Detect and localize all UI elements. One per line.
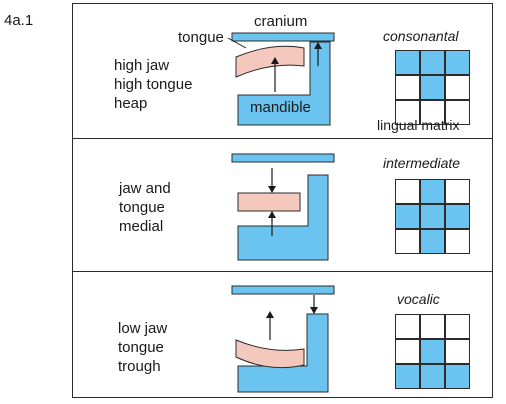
- matrix-cell-empty: [445, 179, 470, 204]
- lingual-matrix-row-1: [395, 50, 470, 125]
- mandible-shape: [237, 313, 329, 393]
- matrix-cell-filled: [395, 204, 420, 229]
- figure-label: 4a.1: [4, 12, 34, 29]
- matrix-cell-empty: [395, 100, 420, 125]
- cranium-label: cranium: [254, 13, 307, 30]
- matrix-cell-filled: [420, 339, 445, 364]
- matrix-cell-empty: [445, 314, 470, 339]
- tongue-shape: [235, 339, 305, 369]
- tongue-leader-line: [227, 37, 247, 49]
- row-2-desc-line-2: tongue: [119, 199, 165, 216]
- matrix-cell-empty: [395, 179, 420, 204]
- cranium-bar: [231, 32, 335, 42]
- matrix-cell-filled: [445, 50, 470, 75]
- matrix-cell-empty: [445, 100, 470, 125]
- tongue-shape: [237, 192, 301, 212]
- matrix-cell-filled: [420, 364, 445, 389]
- matrix-cell-empty: [395, 229, 420, 254]
- row-1-desc-line-3: heap: [114, 95, 148, 112]
- row-1-drawing: cranium tongue mandible: [178, 13, 335, 126]
- matrix-caption: lingual matrix: [377, 117, 460, 133]
- matrix-cell-empty: [420, 100, 445, 125]
- matrix-cell-filled: [420, 50, 445, 75]
- matrix-title-row-2: intermediate: [383, 155, 461, 171]
- matrix-title-row-1: consonantal: [383, 28, 459, 44]
- row-3-desc-line-3: trough: [118, 358, 161, 375]
- row-2-desc-line-3: medial: [119, 218, 164, 235]
- lingual-matrix-row-2: [395, 179, 470, 254]
- row-2-description: jaw and tongue medial: [119, 179, 171, 236]
- matrix-title-row-3: vocalic: [397, 291, 440, 307]
- cranium-bar: [231, 285, 335, 295]
- row-divider: [73, 138, 492, 139]
- matrix-cell-filled: [420, 179, 445, 204]
- mandible-shape: [237, 41, 331, 126]
- matrix-cell-empty: [395, 75, 420, 100]
- row-1-desc-line-2: high tongue: [114, 76, 193, 93]
- matrix-cell-empty: [445, 75, 470, 100]
- matrix-cell-filled: [395, 364, 420, 389]
- matrix-cell-empty: [395, 339, 420, 364]
- matrix-cell-filled: [445, 204, 470, 229]
- row-divider: [73, 271, 492, 272]
- mandible-label: mandible: [250, 99, 311, 116]
- mandible-shape: [237, 174, 329, 261]
- matrix-cell-filled: [420, 204, 445, 229]
- row-3-description: low jaw tongue trough: [118, 319, 167, 376]
- matrix-cell-empty: [395, 314, 420, 339]
- matrix-cell-filled: [420, 75, 445, 100]
- matrix-cell-filled: [445, 364, 470, 389]
- cranium-bar: [231, 153, 335, 163]
- row-3-desc-line-1: low jaw: [118, 320, 168, 337]
- tongue-shape: [235, 45, 305, 78]
- row-3-desc-line-2: tongue: [118, 339, 164, 356]
- row-2-drawing: [231, 153, 335, 261]
- matrix-cell-filled: [395, 50, 420, 75]
- matrix-cell-empty: [445, 339, 470, 364]
- lingual-matrix-row-3: [395, 314, 470, 389]
- row-2-desc-line-1: jaw and: [119, 180, 171, 197]
- matrix-cell-empty: [420, 314, 445, 339]
- row-1-description: high jaw high tongue heap: [114, 56, 192, 113]
- row-1-desc-line-1: high jaw: [114, 57, 170, 74]
- matrix-cell-filled: [420, 229, 445, 254]
- matrix-cell-empty: [445, 229, 470, 254]
- row-3-drawing: [231, 285, 335, 393]
- tongue-label: tongue: [178, 29, 224, 46]
- diagram-frame: [72, 3, 493, 398]
